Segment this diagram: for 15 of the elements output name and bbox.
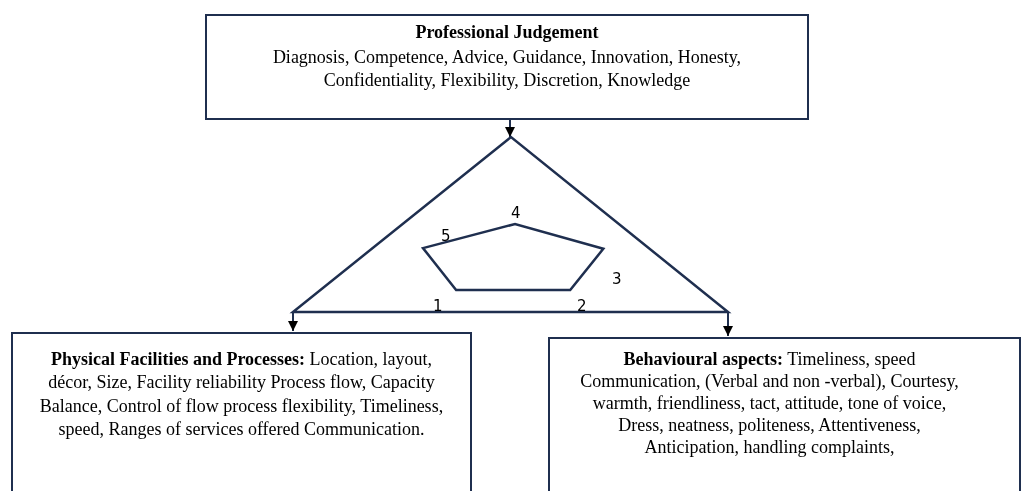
box-text: Diagnosis, Competence, Advice, Guidance, Innovation, Honesty, Confidentiality, Flexibility, Discretion, Knowledge bbox=[271, 45, 743, 92]
text-box bbox=[205, 14, 809, 120]
arrow bbox=[505, 119, 515, 138]
box-text: Physical Facilities and Processes: Location, layout, décor, Size, Facility reliability Process flow, Capacity Balance, Control of flow process flexibility, Timeliness, speed, Ranges of services offered Communication. bbox=[38, 348, 445, 442]
arrow bbox=[723, 311, 733, 337]
arrow bbox=[288, 311, 298, 332]
box-text: Behavioural aspects: Timeliness, speed Communication, (Verbal and non -verbal), Courtesy, warmth, friendliness, tact, attitude, tone of voice, Dress, neatness, politeness, Attentiveness, Anticipation, handling complaints, bbox=[579, 348, 960, 459]
callout-number: 5 bbox=[441, 227, 451, 245]
callout-number: 3 bbox=[612, 270, 622, 288]
callout-number: 1 bbox=[433, 297, 443, 315]
callout-number: 2 bbox=[577, 297, 587, 315]
box-heading: Professional Judgement bbox=[414, 21, 600, 44]
callout-number: 4 bbox=[511, 204, 521, 222]
text-box bbox=[11, 332, 472, 491]
text-box bbox=[548, 337, 1021, 491]
